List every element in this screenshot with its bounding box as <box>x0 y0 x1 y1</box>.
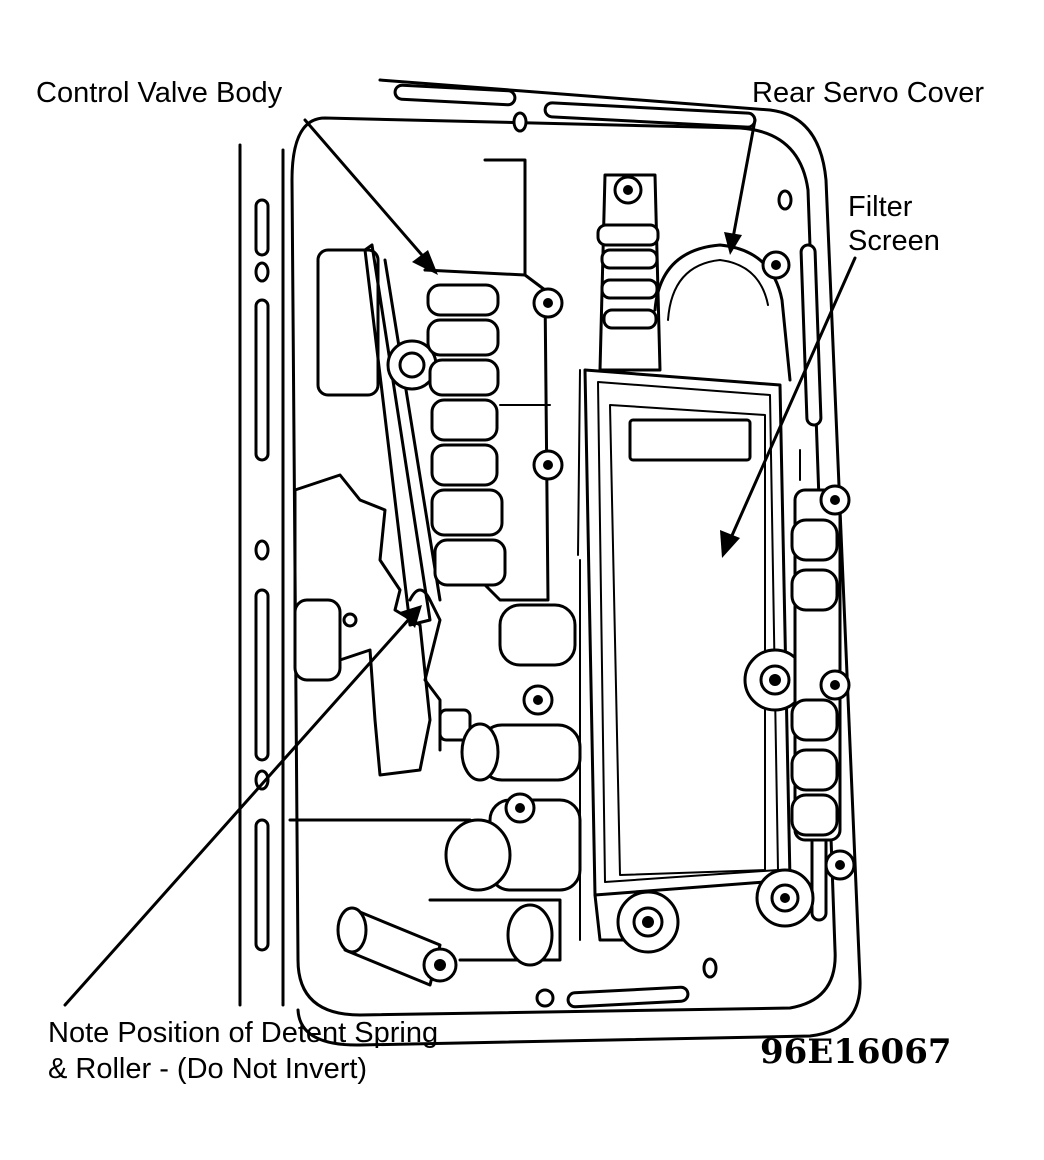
arrow-head-rear-servo-cover <box>724 232 742 255</box>
arrow-rear-servo-cover <box>731 118 757 240</box>
valve-spools-lower <box>288 598 582 967</box>
figure-code: 96E16067 <box>760 1032 952 1072</box>
arrow-filter-screen <box>728 256 857 542</box>
arrow-head-detent-spring <box>400 605 422 628</box>
label-detent-note-line1: Note Position of Detent Spring <box>48 1017 439 1049</box>
leader-arrows <box>63 118 857 1007</box>
label-rear-servo-cover: Rear Servo Cover <box>752 77 985 109</box>
arrow-head-control-valve-body <box>412 250 438 275</box>
arrow-detent-spring <box>63 616 412 1007</box>
label-detent-note-line2: & Roller - (Do Not Invert) <box>48 1053 368 1085</box>
label-filter-screen-line1: Filter <box>848 191 913 223</box>
label-filter-screen-line2: Screen <box>848 225 940 257</box>
control-valve-body <box>316 158 564 627</box>
bottom-pin <box>336 906 458 987</box>
valve-spools-right <box>790 449 856 881</box>
valve-spools-center <box>426 283 551 587</box>
arrow-control-valve-body <box>303 118 430 264</box>
detent-spring-roller <box>408 588 472 752</box>
arrow-head-filter-screen <box>720 530 740 558</box>
case-left-rail <box>238 143 285 1007</box>
valve-tube <box>596 173 662 372</box>
rear-servo-cover <box>653 243 792 382</box>
filter-bolts <box>616 648 815 954</box>
label-control-valve-body: Control Valve Body <box>36 77 283 109</box>
